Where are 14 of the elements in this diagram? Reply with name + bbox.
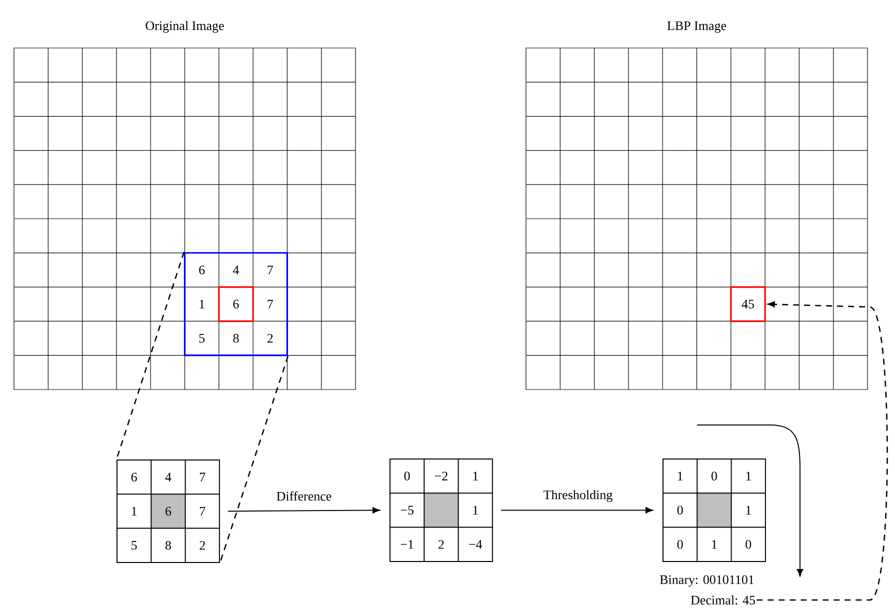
- edge-label: Thresholding: [542, 489, 614, 503]
- center-pixel: 45: [730, 286, 766, 322]
- center-pixel: 6: [218, 286, 254, 322]
- arrow: [756, 301, 888, 601]
- matrix: 0 −2 1 −5 1 −1 2 −4: [390, 458, 493, 562]
- arrow: [500, 507, 654, 514]
- node-label: Original Image: [146, 20, 224, 33]
- arrow: [227, 507, 380, 514]
- matrix: 1 0 1 0 1 0 1 0: [662, 458, 766, 562]
- caption-text: Decimal: 45: [690, 595, 755, 605]
- matrix: 6 4 7 1 6 7 5 8 2: [116, 460, 220, 563]
- caption-text: Binary: 00101101: [660, 575, 754, 587]
- edge-label: Difference: [275, 490, 333, 502]
- node-label: LBP Image: [667, 21, 726, 33]
